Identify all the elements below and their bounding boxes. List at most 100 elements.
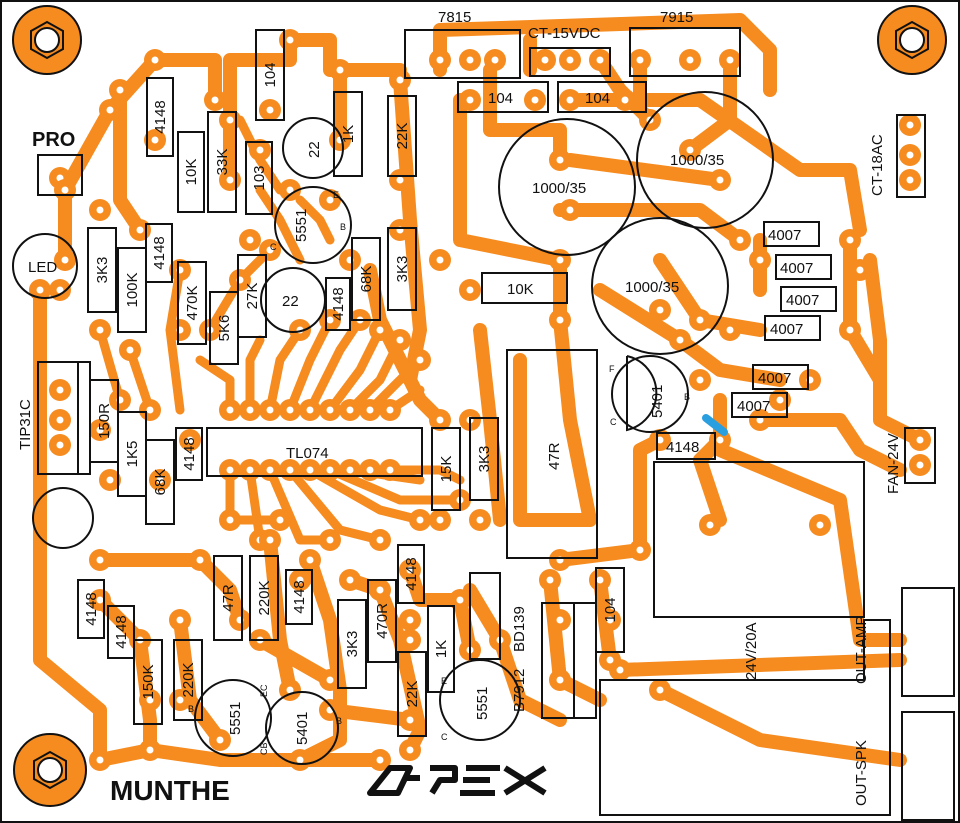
component-body (337, 599, 367, 689)
component-label: 1K5 (124, 441, 141, 468)
pad-hole (246, 466, 254, 474)
pad-hole (636, 56, 644, 64)
pad-hole (256, 146, 264, 154)
label-7915: 7915 (660, 9, 693, 26)
pad-hole (366, 406, 374, 414)
pro-pad-body (37, 154, 83, 196)
label-b7912: B7912 (511, 669, 528, 712)
component-22: 4148 (77, 579, 105, 639)
pad-hole (396, 176, 404, 184)
pad-hole (406, 636, 414, 644)
component-label: 4148 (403, 557, 420, 590)
pad-hole (376, 536, 384, 544)
component-label: 4148 (181, 437, 198, 470)
component-label: 4148 (152, 100, 169, 133)
component-label: 3K3 (476, 446, 493, 473)
pad-hole (211, 96, 219, 104)
cap-104-a-body (457, 81, 549, 113)
component-label: 1K (340, 125, 357, 143)
pin-c-5401: C (610, 417, 617, 427)
component-body (87, 227, 117, 313)
component-label: 10K (183, 159, 200, 186)
pad-hole (846, 326, 854, 334)
component-body (397, 544, 425, 604)
pads (29, 29, 931, 771)
pad-hole (456, 596, 464, 604)
pad-hole (376, 326, 384, 334)
label-cap-1000-a: 1000/35 (532, 180, 586, 197)
pad-hole (416, 356, 424, 364)
component-2: 33K (207, 111, 237, 213)
label-led: LED (28, 259, 57, 276)
pad-hole (416, 516, 424, 524)
pad-hole (61, 256, 69, 264)
pad-hole (386, 466, 394, 474)
pad-hole (366, 466, 374, 474)
pad-hole (436, 416, 444, 424)
pad-hole (606, 656, 614, 664)
pad-hole (396, 336, 404, 344)
pad-hole (266, 246, 274, 254)
pad-hole (556, 676, 564, 684)
mount-hole-top-left (12, 5, 82, 75)
out-spk-terminal (901, 711, 955, 821)
component-body (333, 91, 363, 177)
cap-1000-c-body (591, 217, 729, 355)
pad-hole (151, 56, 159, 64)
pad-hole (466, 56, 474, 64)
pad-hole (306, 406, 314, 414)
component-23: 4148 (107, 605, 135, 659)
pad-hole (96, 756, 104, 764)
pad-hole (326, 316, 334, 324)
pad-hole (151, 136, 159, 144)
pad-hole (906, 121, 914, 129)
label-bd139: BD139 (511, 606, 528, 652)
component-body (145, 223, 173, 283)
component-body (175, 427, 203, 481)
component-body (255, 29, 285, 121)
pad-hole (756, 416, 764, 424)
pad-hole (266, 106, 274, 114)
label-cap-104-b: 104 (585, 90, 610, 107)
component-25: 220K (249, 555, 279, 641)
mount-hole-bottom-left (13, 733, 87, 807)
pad-hole (406, 716, 414, 724)
pad-hole (596, 56, 604, 64)
pin-cb: CB (259, 742, 269, 755)
pad-hole (856, 266, 864, 274)
apex-logo (367, 765, 547, 796)
component-label: 104 (262, 62, 279, 87)
reg-7915-body (629, 27, 741, 77)
component-label: 150K (140, 664, 157, 699)
component-12: 27K (237, 254, 267, 338)
pad-hole (116, 86, 124, 94)
pad-hole (56, 441, 64, 449)
pad-hole (696, 316, 704, 324)
pad-hole (466, 286, 474, 294)
pad-hole (186, 436, 194, 444)
pad-hole (196, 556, 204, 564)
component-body (351, 237, 381, 321)
pad-hole (346, 406, 354, 414)
pad-hole (56, 386, 64, 394)
label-d2: 4007 (780, 260, 813, 277)
pad-hole (556, 156, 564, 164)
component-29: 4148 (397, 544, 425, 604)
label-out-amp: OUT-AMP (853, 616, 870, 684)
pad-hole (286, 686, 294, 694)
label-d6: 4007 (737, 398, 770, 415)
pin-e-a: E (333, 190, 339, 200)
component-13: 4148 (325, 277, 351, 331)
pad-hole (566, 56, 574, 64)
pad-hole (686, 56, 694, 64)
component-label: 4148 (151, 236, 168, 269)
label-q5551-a: 5551 (293, 209, 310, 242)
label-cap-22-a: 22 (306, 141, 323, 158)
pad-hole (726, 326, 734, 334)
pad-hole (96, 326, 104, 334)
pad-hole (696, 376, 704, 384)
pad-hole (226, 176, 234, 184)
pad-hole (146, 696, 154, 704)
component-body (387, 95, 417, 177)
diode-4007-1 (763, 221, 820, 247)
